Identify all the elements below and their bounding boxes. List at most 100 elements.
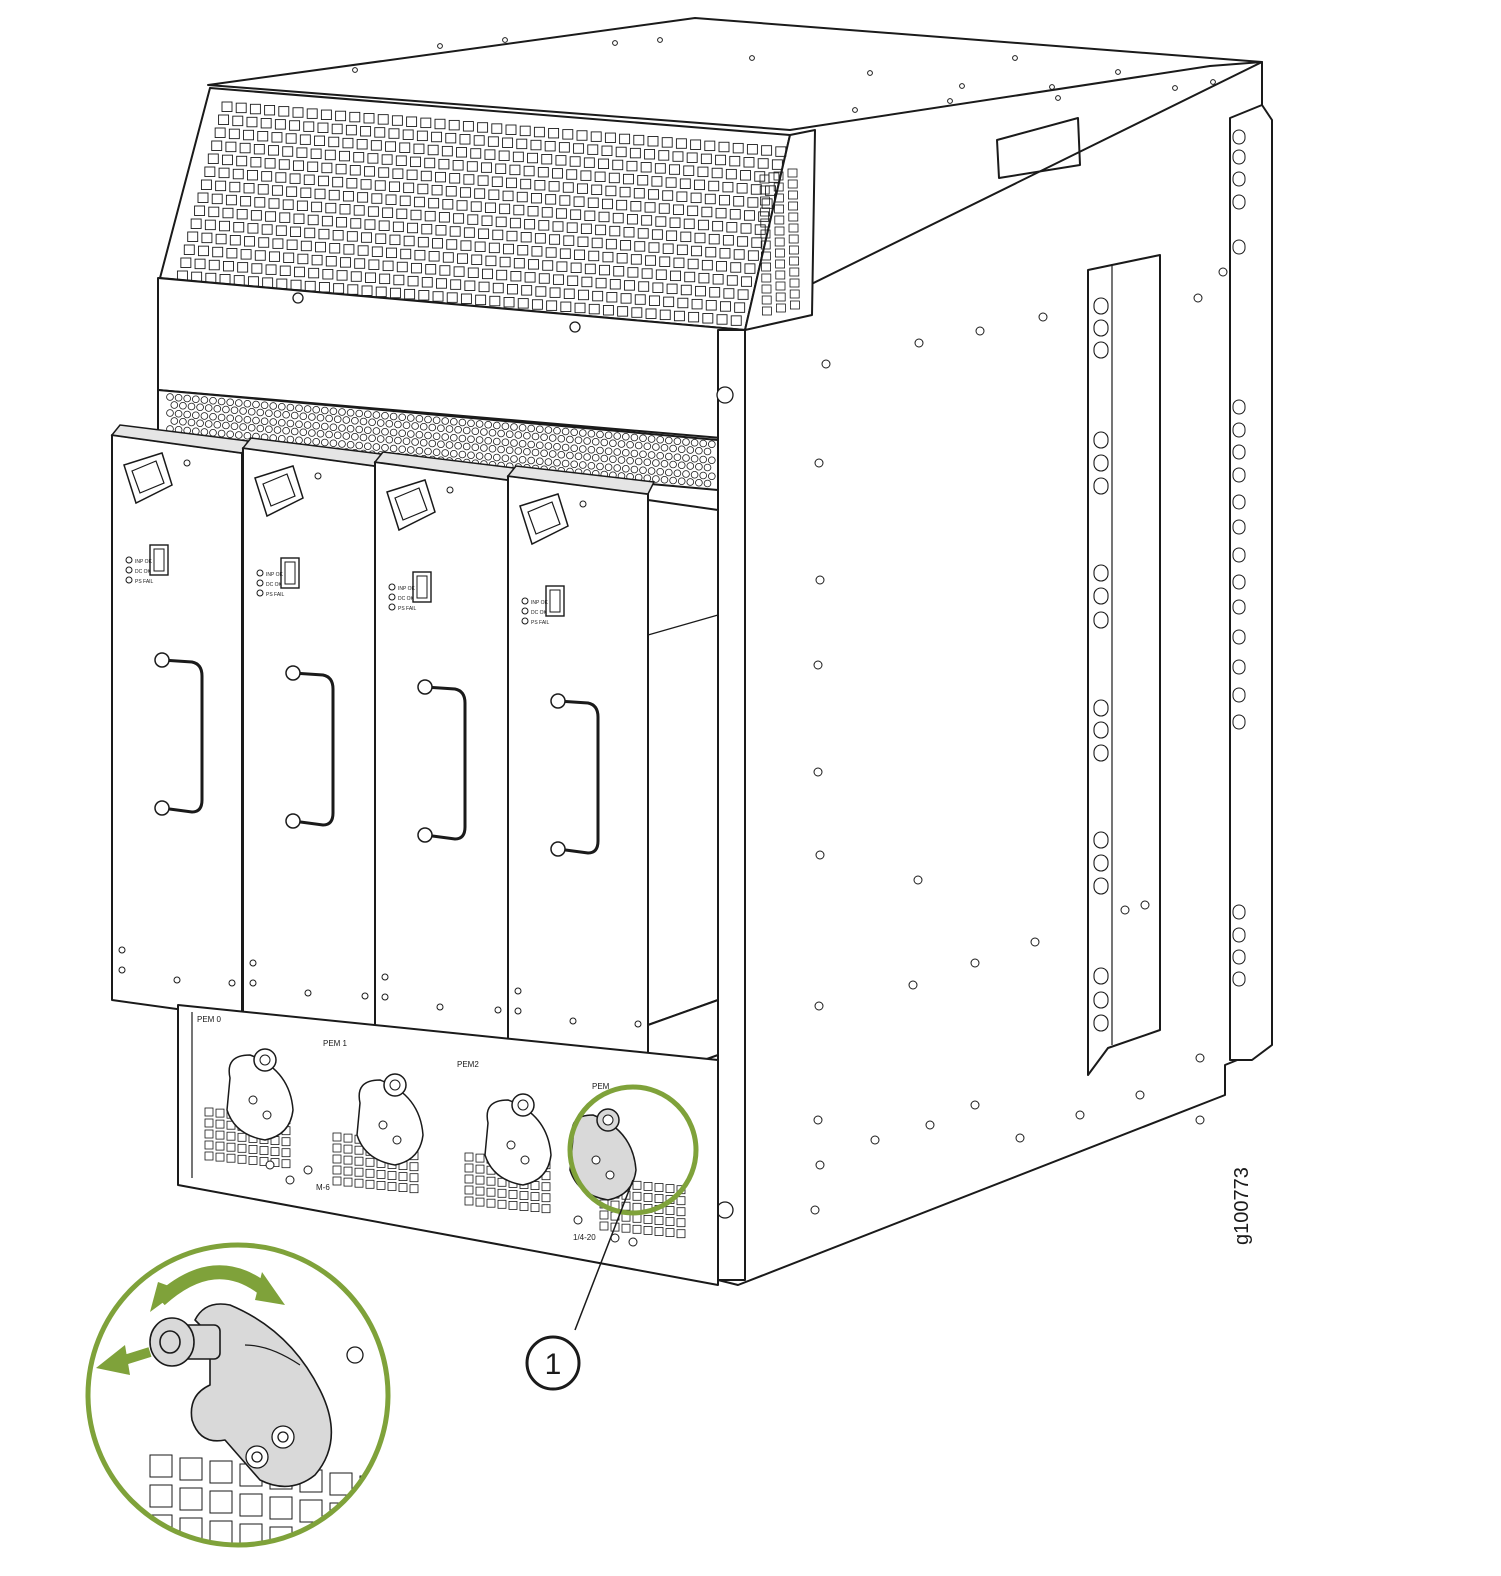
vent-cell xyxy=(605,185,617,197)
vent-cell xyxy=(332,1132,342,1142)
filter-cell xyxy=(535,441,544,450)
filter-cell xyxy=(505,430,514,439)
filter-cell xyxy=(699,455,707,464)
filter-cell xyxy=(320,406,329,415)
filter-cell xyxy=(299,428,308,437)
screw xyxy=(814,1001,824,1011)
vent-cell xyxy=(445,132,457,144)
nut xyxy=(605,1170,615,1180)
vent-cell xyxy=(686,152,698,163)
vent-cell xyxy=(392,168,404,179)
ear-hole xyxy=(1232,129,1246,145)
vent-cell xyxy=(530,139,542,151)
screw xyxy=(569,1017,577,1025)
filter-cell xyxy=(243,415,252,424)
screw xyxy=(1012,55,1018,61)
vent-cell xyxy=(512,151,524,163)
rail-hole xyxy=(1093,611,1109,629)
vent-cell xyxy=(541,207,553,218)
filter-cell xyxy=(256,424,265,433)
vent-cell xyxy=(289,120,301,131)
vent-cell xyxy=(584,263,596,275)
vent-cell xyxy=(396,261,408,273)
screw xyxy=(352,67,358,73)
filter-cell xyxy=(639,466,647,475)
ear-hole xyxy=(1232,629,1246,645)
vent-cell xyxy=(410,209,422,221)
filter-cell xyxy=(484,420,493,429)
filter-cell xyxy=(613,432,621,440)
vent-cell xyxy=(648,189,659,200)
vent-cell xyxy=(265,211,277,222)
ejector-lever[interactable] xyxy=(190,1303,333,1488)
vent-cell xyxy=(467,267,479,278)
vent-cell xyxy=(610,1222,620,1232)
vent-cell xyxy=(247,223,259,234)
filter-cell xyxy=(475,452,484,460)
ear-hole xyxy=(1232,467,1246,483)
vent-cell xyxy=(601,145,613,157)
vent-cell xyxy=(325,202,337,214)
filter-cell xyxy=(428,423,437,432)
vent-cell xyxy=(729,209,741,220)
filter-cell xyxy=(424,431,432,440)
vent-cell xyxy=(694,232,706,244)
ear-hole xyxy=(1232,399,1246,415)
vent-cell xyxy=(775,248,785,258)
vent-cell xyxy=(274,119,286,130)
vent-cell xyxy=(411,262,422,274)
screw xyxy=(1120,905,1130,915)
vent-cell xyxy=(654,1194,664,1203)
vent-cell xyxy=(562,182,574,193)
vent-cell xyxy=(464,1163,474,1173)
psu-handle xyxy=(161,658,204,814)
vent-cell xyxy=(634,294,646,305)
vent-cell xyxy=(684,271,696,283)
psu-front-face xyxy=(507,475,649,1080)
vent-cell xyxy=(487,136,499,147)
vent-cell xyxy=(730,315,742,326)
ground-point xyxy=(303,1165,313,1175)
vent-cell xyxy=(605,238,617,250)
filter-cell xyxy=(604,431,613,440)
filter-cell xyxy=(514,447,523,455)
led-label: INP OK xyxy=(531,600,549,606)
screw xyxy=(925,1120,935,1130)
vent-cell xyxy=(235,102,247,114)
vent-cell xyxy=(528,259,539,270)
vent-cell xyxy=(278,106,290,117)
vent-cell xyxy=(342,137,354,149)
rail-hole xyxy=(1093,877,1109,895)
filter-cell xyxy=(256,408,265,417)
vent-cell xyxy=(434,118,446,130)
vent-cell xyxy=(375,286,387,298)
filter-cell xyxy=(385,419,394,428)
vent-cell xyxy=(223,261,234,272)
vent-cell xyxy=(425,264,437,275)
vent-cell xyxy=(431,184,443,196)
vent-cell xyxy=(743,157,755,168)
filter-cell xyxy=(402,421,411,430)
screw xyxy=(813,660,823,670)
rail-hole xyxy=(1093,564,1109,582)
vent-cell xyxy=(578,289,589,301)
vent-cell xyxy=(533,126,545,138)
vent-cell xyxy=(787,179,798,189)
filter-cell xyxy=(518,439,527,448)
filter-cell xyxy=(484,452,493,461)
filter-cell xyxy=(230,422,239,431)
filter-cell xyxy=(574,452,583,461)
vent-cell xyxy=(332,1154,342,1164)
vent-cell xyxy=(475,1175,485,1185)
filter-cell xyxy=(707,472,716,481)
vent-cell xyxy=(542,260,554,271)
led-label: INP OK xyxy=(135,559,153,565)
vent-cell xyxy=(190,218,202,229)
filter-cell xyxy=(424,447,432,456)
vent-cell xyxy=(209,1460,233,1484)
vent-cell xyxy=(592,290,604,302)
vent-cell xyxy=(233,221,245,233)
rail-hole xyxy=(1093,454,1109,472)
vent-cell xyxy=(285,133,297,144)
